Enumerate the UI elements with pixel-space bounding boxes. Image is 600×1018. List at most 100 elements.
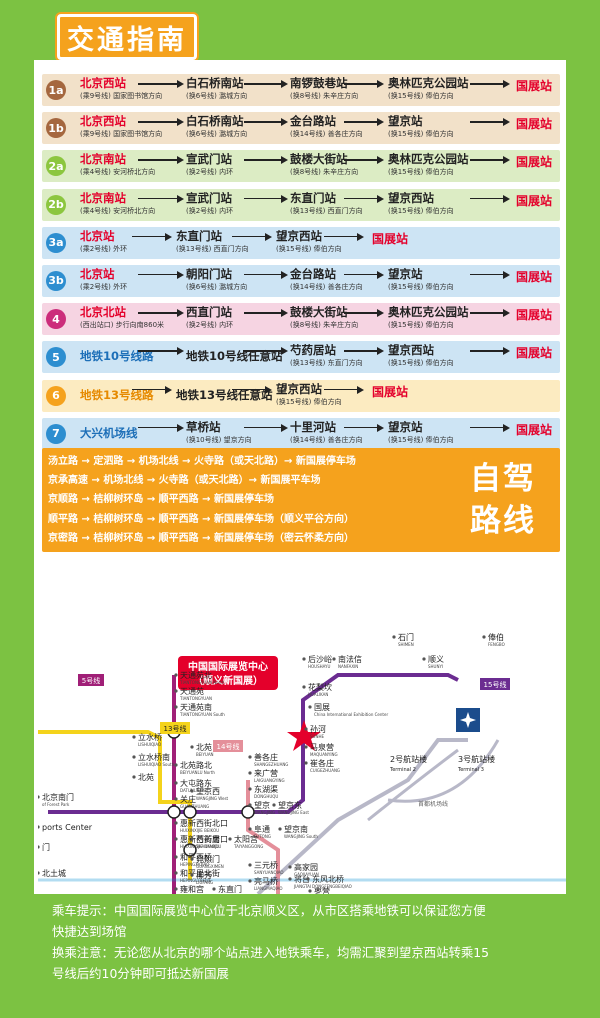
station-dot [174, 837, 178, 841]
station-label: ports Center [42, 823, 93, 832]
station-dot [174, 855, 178, 859]
stop-name: 望京站 [388, 266, 423, 281]
station-label-en: SHAOYAOJU [196, 844, 219, 849]
station-label: 和平里北街 [180, 868, 220, 878]
station-label-en: HUIXINXIJIE BEIKOU [180, 828, 219, 833]
arrow-right-icon [232, 385, 272, 394]
route-stop: 地铁10号线任意站 [186, 349, 283, 364]
route-stops: 北京站(乘2号线) 外环 朝阳门站(换6号线) 潞城方向 金台路站(换14号线) 善… [72, 265, 560, 297]
stop-transfer-note: (换15号线) 俸伯方向 [276, 244, 342, 253]
station-label: 东直门 [218, 884, 242, 894]
drive-route: 汤立路 → 定泗路 → 机场北线 → 火寺路（或天北路）→ 新国展停车场 [48, 456, 356, 467]
station-label-en: HUIXINXIJIE NANKOU [180, 844, 221, 849]
route-stop: 大兴机场线 [80, 426, 138, 441]
station-dot [174, 797, 178, 801]
stop-transfer-note: (换6号线) 潞城方向 [186, 282, 248, 291]
station-label-en: HOUSHAYU [308, 664, 331, 669]
station-dot [278, 827, 282, 831]
stop-name: 望京站 [388, 114, 423, 129]
route-stop: 鼓楼大街站(换8号线) 朱辛庄方向 [290, 305, 358, 330]
stop-name: 北京北站 [80, 305, 126, 320]
stop-name: 东直门站 [176, 228, 222, 243]
stop-transfer-note: (换15号线) 俸伯方向 [388, 206, 454, 215]
route-stop: 奥林匹克公园站(换15号线) 俸伯方向 [388, 76, 469, 101]
route-stop: 地铁13号线路 [80, 388, 154, 403]
stop-transfer-note: (换15号线) 俸伯方向 [388, 359, 454, 368]
station-dot [190, 789, 194, 793]
arrow-right-icon [324, 385, 364, 394]
terminal-3-label: 3号航站楼 [458, 754, 495, 764]
route-stop: 南锣鼓巷站(换8号线) 朱辛庄方向 [290, 76, 358, 101]
station-label-en: SHANGEZHUANG [254, 762, 288, 767]
route-stop: 奥林匹克公园站(换15号线) 俸伯方向 [388, 152, 469, 177]
station-label: 善各庄 [254, 752, 278, 762]
route-stops: 地铁13号线路地铁13号线任意站望京西站(换15号线) 俸伯方向国展站 [72, 380, 560, 412]
stop-name: 鼓楼大街站 [290, 305, 348, 320]
station-label: 东风北桥 [312, 874, 344, 884]
destination-label: 国展站 [515, 422, 552, 437]
stop-transfer-note: (换15号线) 俸伯方向 [388, 282, 454, 291]
stop-transfer-note: (西出站口) 步行向南860米 [80, 321, 165, 330]
station-label-en: GUANGXIMEN [196, 864, 224, 869]
station-dot [332, 657, 336, 661]
station-label: 光熙门 [196, 854, 220, 864]
route-stop: 望京西站(换15号线) 俸伯方向 [388, 343, 454, 368]
station-dot [482, 635, 486, 639]
route-stop: 北京西站(乘9号线) 国家图书馆方向 [80, 76, 162, 101]
station-label: 关庄 [180, 794, 196, 804]
destination-label: 国展站 [372, 384, 409, 399]
arrow-right-icon [132, 385, 172, 394]
airport-express-line [256, 738, 468, 894]
station-label-en: GAOJIAYUAN [294, 872, 319, 877]
note-line-3: 换乘注意：无论您从北京的哪个站点进入地铁乘车，均需汇聚到望京西站转乘15 [52, 945, 490, 960]
venue-callout [178, 656, 278, 690]
subway-map[interactable]: 中国国际展览中心 （顺义新国展） 5号线 13号线 14号线 15号线 2号航站… [38, 580, 566, 894]
station-label-en: WANGJING West [196, 796, 229, 801]
venue-label-1: 中国国际展览中心 [188, 660, 268, 673]
station-label: 立水桥南 [138, 752, 170, 762]
station-label: 天通苑南 [180, 702, 212, 712]
arrow-right-icon [344, 118, 384, 127]
route-stop: 地铁10号线路 [80, 349, 154, 364]
route-stop: 北京北站(西出站口) 步行向南860米 [80, 305, 164, 330]
stop-transfer-note: (换8号线) 朱辛庄方向 [290, 321, 359, 330]
route-stop: 白石桥南站(换6号线) 潞城方向 [186, 114, 247, 139]
note-line-2: 快捷达到场馆 [52, 924, 127, 939]
stop-name: 十里河站 [290, 419, 336, 434]
stop-name: 南锣鼓巷站 [290, 76, 348, 90]
route-stop: 北京站(乘2号线) 外环 [80, 267, 127, 292]
station-dot [190, 837, 194, 841]
arrow-right-icon [138, 156, 184, 165]
station-label-en: WANGJING [254, 810, 275, 815]
station-label-en: NANFAXIN [338, 664, 358, 669]
station-dot [132, 775, 136, 779]
station-label: 和平西桥 [180, 852, 212, 862]
arrow-right-icon [132, 232, 172, 241]
station-label-en: LISHUIQIAO South [138, 762, 175, 767]
station-label-en: CUIGEZHUANG [310, 768, 340, 773]
station-label: 亮马桥 [254, 876, 278, 886]
stop-name: 金台路站 [290, 266, 336, 281]
stop-name: 北京西站 [80, 114, 126, 129]
notes: 乘车提示：中国国际展览中心位于北京顺义区，从市区搭乘地铁可以保证您方便 快捷达到… [52, 900, 572, 984]
station-label: 阜通 [254, 824, 270, 834]
station-dot [288, 877, 292, 881]
station-label-en: DATUNLU East [180, 788, 209, 793]
route-stop: 望京西站(换15号线) 俸伯方向 [276, 229, 342, 254]
station-dot [174, 673, 178, 677]
station-dot [304, 727, 308, 731]
stop-transfer-note: (换14号线) 善各庄方向 [290, 282, 363, 291]
stop-name: 朝阳门站 [186, 266, 232, 281]
page-title: 交通指南 [57, 14, 197, 60]
